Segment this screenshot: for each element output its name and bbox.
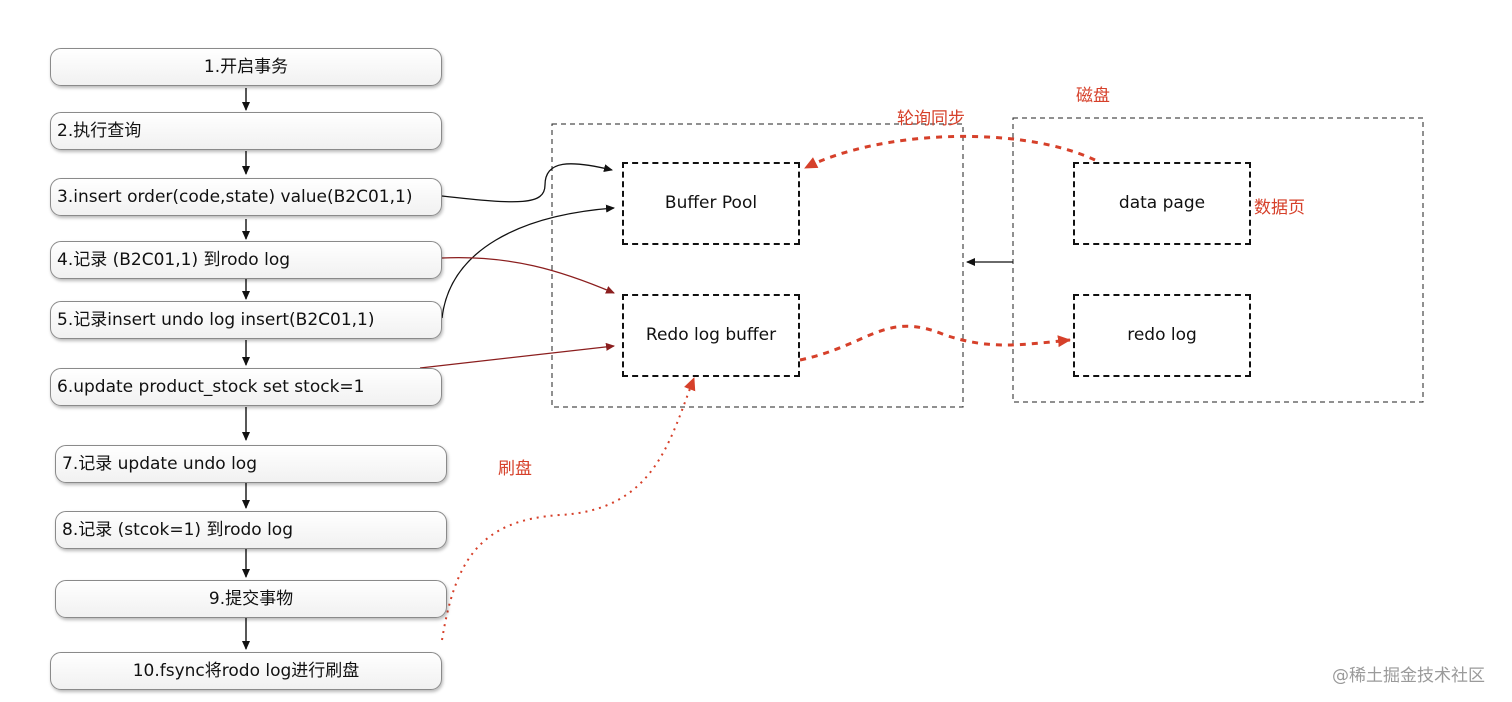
buffer-pool-box: Buffer Pool xyxy=(622,162,800,245)
data-page-note: 数据页 xyxy=(1254,198,1305,218)
step-5: 5.记录insert undo log insert(B2C01,1) xyxy=(50,301,442,339)
poll-sync-label: 轮询同步 xyxy=(897,109,965,129)
flush-label: 刷盘 xyxy=(498,459,532,479)
watermark: @稀土掘金技术社区 xyxy=(1332,666,1485,686)
step-6: 6.update product_stock set stock=1 xyxy=(50,368,442,406)
arrow-redo-record-to-log-buffer xyxy=(441,256,615,294)
step-7: 7.记录 update undo log xyxy=(55,445,447,483)
disk-region xyxy=(1012,117,1424,403)
arrow-log-buffer-to-redo-log xyxy=(799,324,1071,362)
arrow-insert-to-buffer-pool xyxy=(441,163,613,203)
step-1: 1.开启事务 xyxy=(50,48,442,86)
step-10: 10.fsync将rodo log进行刷盘 xyxy=(50,652,442,690)
step-3: 3.insert order(code,state) value(B2C01,1… xyxy=(50,178,442,216)
disk-title: 磁盘 xyxy=(1076,86,1110,106)
step-4: 4.记录 (B2C01,1) 到rodo log xyxy=(50,241,442,279)
arrow-fsync-flush xyxy=(441,377,696,641)
step-2: 2.执行查询 xyxy=(50,112,442,150)
step-9: 9.提交事物 xyxy=(55,580,447,618)
arrow-update-to-log-buffer xyxy=(419,342,615,369)
arrow-poll-sync xyxy=(804,134,1096,170)
redo-log-box: redo log xyxy=(1073,294,1251,377)
memory-region xyxy=(551,123,964,408)
redo-log-buffer-box: Redo log buffer xyxy=(622,294,800,377)
arrow-undo-to-buffer-pool xyxy=(441,204,615,319)
data-page-box: data page xyxy=(1073,162,1251,245)
step-8: 8.记录 (stcok=1) 到rodo log xyxy=(55,511,447,549)
